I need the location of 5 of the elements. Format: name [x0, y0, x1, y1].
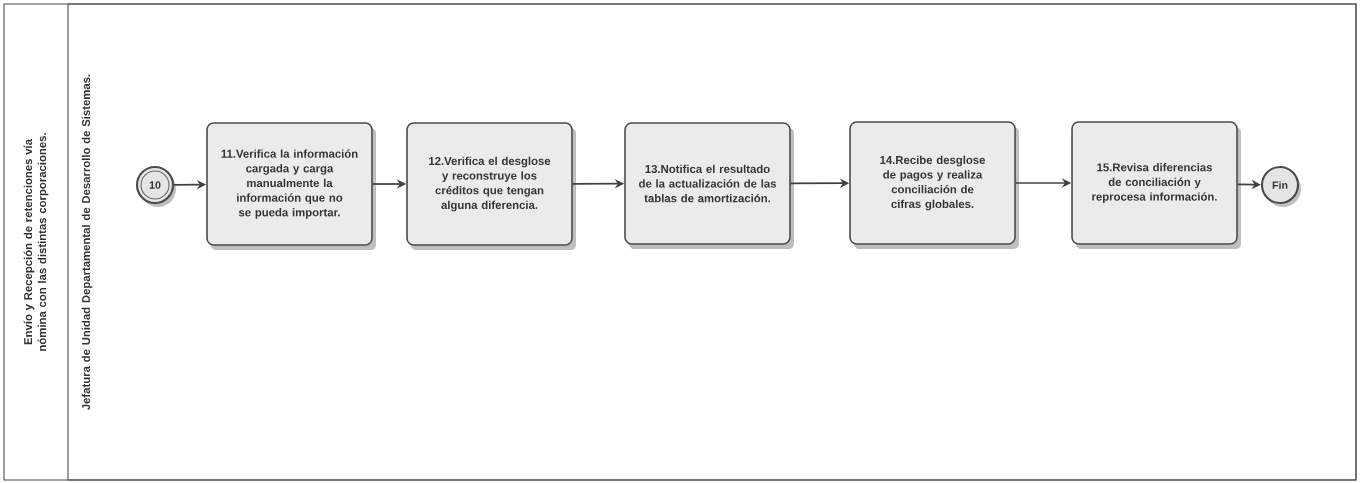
task-box: 11.Verifica la información cargada y carga manualmente la información que no se pueda importar. — [206, 122, 376, 250]
task-box: 15.Revisa diferencias de conciliación y reprocesa información. — [1071, 121, 1241, 249]
task-box: 14.Recibe desglose de pagos y realiza conciliación de cifras globales. — [849, 121, 1019, 249]
task-box: 12.Verifica el desglose y reconstruye los créditos que tengan alguna diferencia. — [406, 122, 576, 250]
task-box: 13.Notifica el resultado de la actualización de las tablas de amortización. — [624, 122, 794, 249]
